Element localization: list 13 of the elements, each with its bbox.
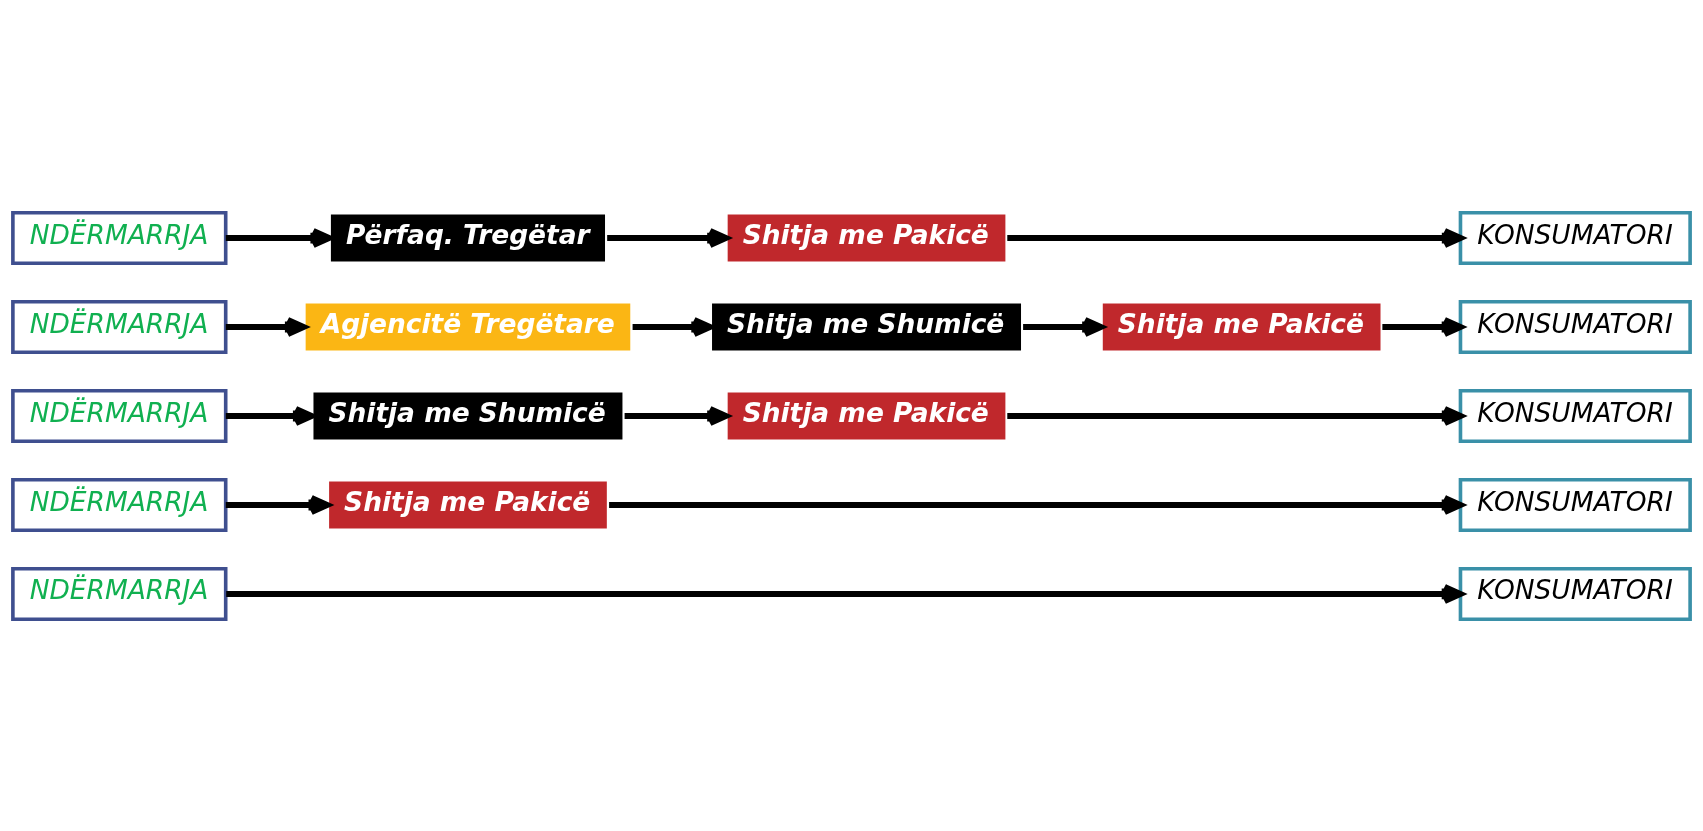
node-box: KONSUMATORI [1458, 388, 1692, 443]
node-box: NDËRMARRJA [11, 299, 228, 354]
arrow [632, 316, 714, 337]
node-box: NDËRMARRJA [11, 388, 228, 443]
node-box: NDËRMARRJA [11, 566, 228, 621]
node-box: NDËRMARRJA [11, 210, 228, 265]
node-box: KONSUMATORI [1458, 566, 1692, 621]
arrow [225, 405, 315, 426]
node-box: KONSUMATORI [1458, 210, 1692, 265]
node-box: KONSUMATORI [1458, 299, 1692, 354]
node-box: KONSUMATORI [1458, 477, 1692, 532]
arrow [225, 227, 333, 248]
node-box: NDËRMARRJA [11, 477, 228, 532]
